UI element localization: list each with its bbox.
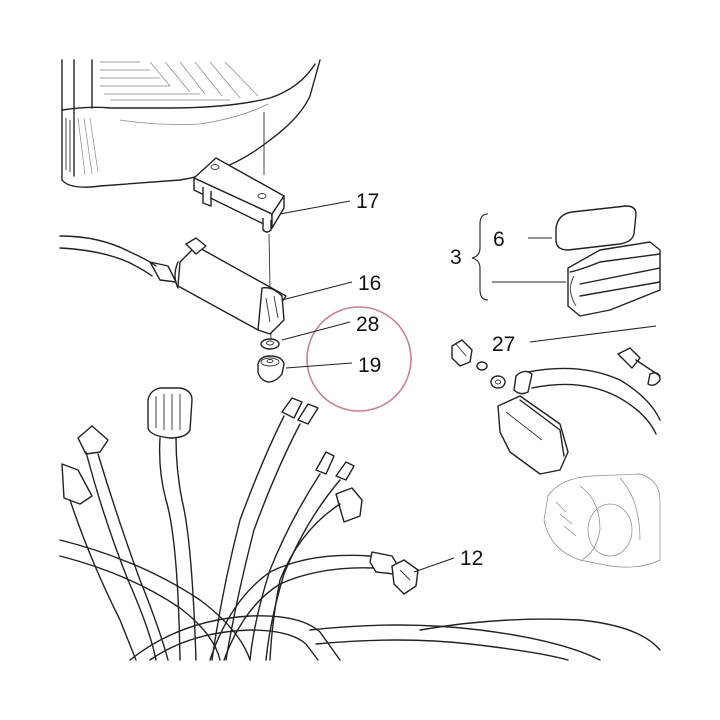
callout-17: 17 bbox=[356, 190, 379, 213]
ignition-coil-part-16 bbox=[149, 237, 287, 335]
callout-27: 27 bbox=[492, 333, 515, 356]
frame-housing bbox=[61, 59, 321, 188]
washer-part-28 bbox=[260, 338, 280, 350]
bracket-part-17 bbox=[193, 157, 285, 233]
leader-lines bbox=[279, 200, 657, 573]
pad-part-6 bbox=[555, 205, 637, 251]
callout-6: 6 bbox=[493, 228, 505, 251]
callout-28: 28 bbox=[356, 313, 379, 336]
holder-part-3 bbox=[567, 241, 661, 317]
callout-12: 12 bbox=[460, 547, 483, 570]
callout-3: 3 bbox=[450, 246, 462, 269]
coil-lead-cable bbox=[59, 235, 157, 267]
grommet-part-19 bbox=[257, 355, 285, 383]
starter-motor bbox=[543, 473, 661, 568]
callout-19: 19 bbox=[358, 354, 381, 377]
right-electrical-assembly bbox=[451, 339, 661, 475]
highlight-circle bbox=[306, 306, 412, 412]
callout-16: 16 bbox=[358, 272, 381, 295]
wiring-harness bbox=[59, 387, 661, 661]
